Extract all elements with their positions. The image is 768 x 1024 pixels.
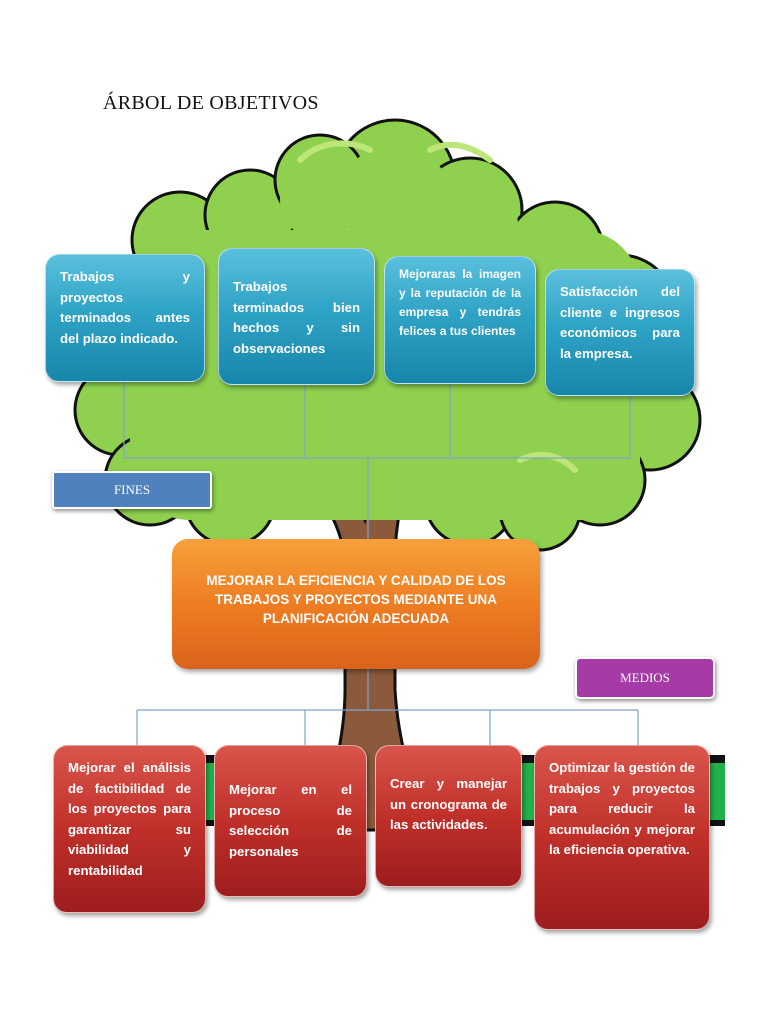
- page-title: ÁRBOL DE OBJETIVOS: [103, 92, 319, 114]
- medios-tag: MEDIOS: [575, 657, 715, 699]
- fines-connectors: [123, 382, 631, 539]
- medios-connectors: [136, 669, 639, 745]
- central-objective-box: MEJORAR LA EFICIENCIA Y CALIDAD DE LOS T…: [172, 539, 540, 669]
- medio-box-3: Crear y manejar un cronograma de las act…: [375, 745, 522, 887]
- fines-tag: FINES: [52, 471, 212, 509]
- fin-box-4: Satisfacción del cliente e ingresos econ…: [545, 269, 695, 396]
- medio-box-2: Mejorar en el proceso de selección de pe…: [214, 745, 367, 897]
- fin-box-3: Mejoraras la imagen y la reputación de l…: [384, 256, 536, 384]
- medio-box-4: Optimizar la gestión de trabajos y proye…: [534, 745, 710, 930]
- fin-box-2: Trabajos terminados bien hechos y sin ob…: [218, 248, 375, 385]
- fin-box-1: Trabajos y proyectos terminados antes de…: [45, 254, 205, 382]
- medio-box-1: Mejorar el análisis de factibilidad de l…: [53, 745, 206, 913]
